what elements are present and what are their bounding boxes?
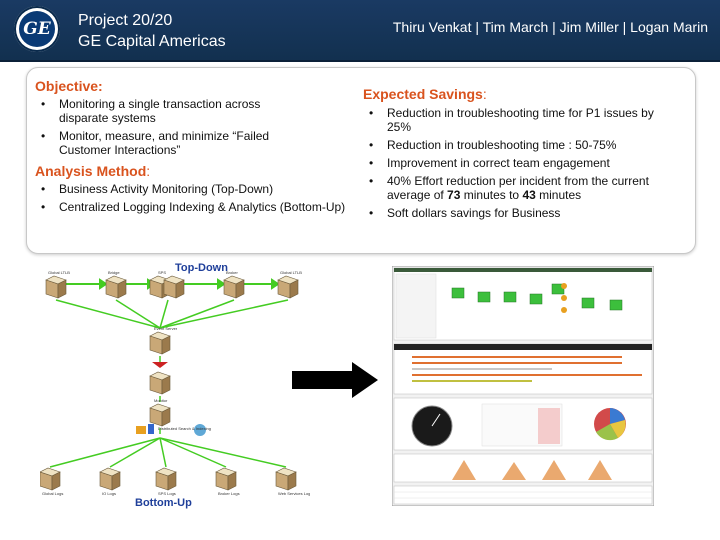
- savings-heading-text: Expected Savings: [363, 86, 483, 102]
- objective-heading: Objective:: [35, 78, 103, 94]
- middle-chain: [149, 331, 171, 434]
- node-label: Global Logs: [42, 491, 63, 496]
- analysis-heading-colon: :: [146, 163, 151, 179]
- savings-heading: Expected Savings:: [363, 86, 683, 102]
- node-label: Broker: [226, 270, 238, 275]
- savings-heading-colon: :: [482, 86, 487, 102]
- workflow-nodes: [451, 283, 623, 311]
- analysis-item: Centralized Logging Indexing & Analytics…: [35, 200, 349, 214]
- left-column: Objective: Monitoring a single transacti…: [35, 78, 355, 218]
- savings-text: minutes to: [460, 188, 523, 202]
- top-converging-lines: [55, 299, 289, 329]
- objective-item: Monitoring a single transaction across d…: [35, 97, 289, 125]
- node-label: Broker Logs: [218, 491, 240, 496]
- node-label: Global LTLB: [280, 270, 302, 275]
- slide-header: GE Project 20/20 GE Capital Americas Thi…: [0, 0, 720, 62]
- gantt-bars: [412, 356, 642, 382]
- analysis-heading: Analysis Method:: [35, 163, 355, 179]
- node-label: Bridge: [108, 270, 120, 275]
- node-label: SPS: [158, 270, 166, 275]
- analysis-heading-text: Analysis Method: [35, 163, 147, 179]
- top-flow-arrows: [62, 278, 280, 290]
- pie-icon: [594, 408, 626, 441]
- right-arrow-icon: [292, 362, 378, 398]
- savings-text: minutes: [535, 188, 582, 202]
- savings-list: Reduction in troubleshooting time for P1…: [363, 106, 683, 220]
- indexing-cluster: Distributed Search & Indexing: [136, 424, 211, 436]
- bottom-up-label: Bottom-Up: [135, 497, 192, 509]
- node-label: Monitor: [154, 398, 168, 403]
- node-label: Event Server: [154, 326, 178, 331]
- dashboard-screenshot: [392, 266, 654, 506]
- node-label: IO Logs: [102, 491, 116, 496]
- authors-list: Thiru Venkat | Tim March | Jim Miller | …: [392, 19, 708, 35]
- top-down-label: Top-Down: [175, 262, 228, 274]
- savings-item: 40% Effort reduction per incident from t…: [363, 174, 672, 202]
- node-label: Distributed Search & Indexing: [158, 426, 211, 431]
- analysis-list: Business Activity Monitoring (Top-Down) …: [35, 182, 355, 214]
- summary-box: Objective: Monitoring a single transacti…: [26, 67, 696, 254]
- savings-item: Reduction in troubleshooting time for P1…: [363, 106, 667, 134]
- node-label: Global LTLB: [48, 270, 70, 275]
- area-peaks: [452, 460, 612, 480]
- objective-item: Monitor, measure, and minimize “Failed C…: [35, 129, 289, 157]
- savings-item: Soft dollars savings for Business: [363, 206, 683, 220]
- node-label: Web Services Logs: [278, 491, 310, 496]
- savings-item: Reduction in troubleshooting time : 50-7…: [363, 138, 683, 152]
- ge-logo-icon: GE: [14, 6, 60, 52]
- savings-item: Improvement in correct team engagement: [363, 156, 683, 170]
- savings-text: 40% Effort reduction per incident from t…: [387, 174, 649, 202]
- architecture-diagram: Top-Down Global LTLB Bridge SPS Broker G…: [40, 262, 310, 509]
- node-label: SPS Logs: [158, 491, 176, 496]
- right-column: Expected Savings: Reduction in troublesh…: [363, 86, 683, 224]
- top-server-icons: [45, 275, 299, 299]
- objective-list: Monitoring a single transaction across d…: [35, 97, 355, 157]
- ge-logo-text: GE: [19, 11, 55, 47]
- analysis-item: Business Activity Monitoring (Top-Down): [35, 182, 355, 196]
- bottom-server-icons: [40, 467, 297, 491]
- target-minutes: 43: [522, 188, 536, 202]
- project-subtitle: GE Capital Americas: [78, 33, 226, 50]
- bottom-diverging-lines: [49, 437, 287, 468]
- current-minutes: 73: [447, 188, 461, 202]
- project-title: Project 20/20: [78, 12, 173, 29]
